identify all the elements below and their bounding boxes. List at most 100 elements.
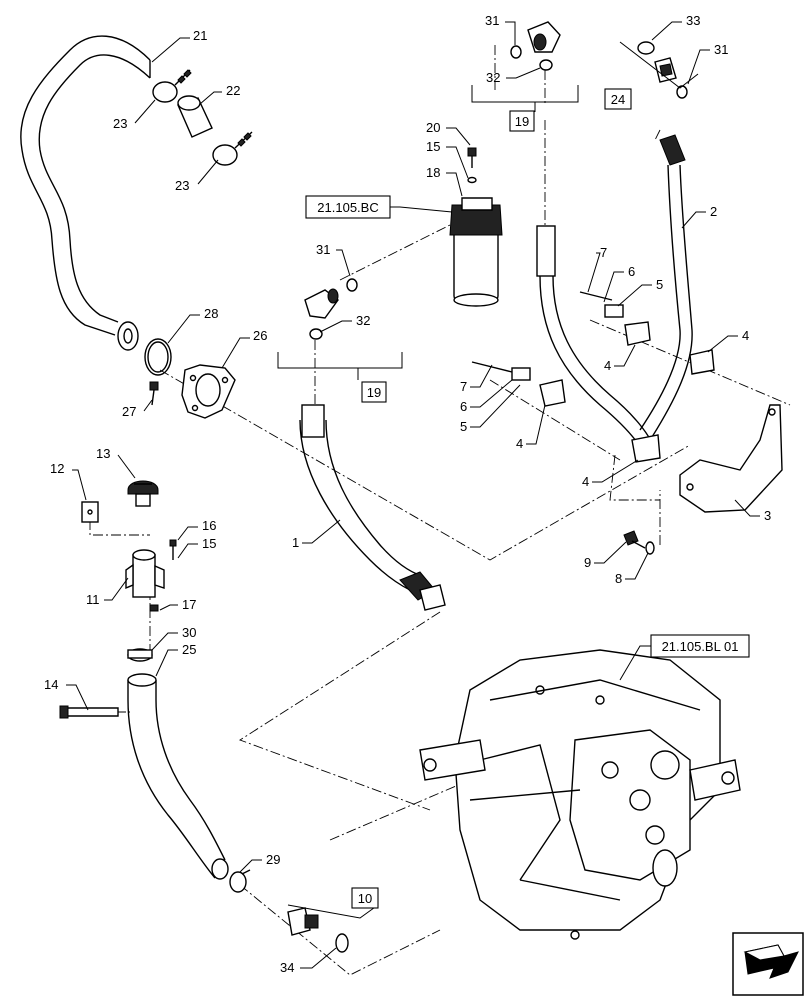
group-bracket-10 <box>287 904 379 919</box>
ref-box-19-top: 19 <box>509 110 535 132</box>
callout-7-lower: 7 <box>460 379 467 394</box>
callout-5-lower: 5 <box>460 419 467 434</box>
callout-31-right: 31 <box>714 42 728 57</box>
callout-14: 14 <box>44 677 58 692</box>
callout-2: 2 <box>710 204 717 219</box>
part-8-washer <box>645 541 655 555</box>
part-20-screw <box>467 147 477 168</box>
group-bracket-24 <box>619 41 699 89</box>
callout-labels: 21 22 23 23 28 26 27 13 12 16 15 11 17 3… <box>44 13 771 975</box>
part-elbow-fitting-center <box>304 288 339 319</box>
part-13-breather-cap <box>127 480 159 507</box>
callout-31-top: 31 <box>485 13 499 28</box>
ref-box-24: 24 <box>604 88 632 110</box>
part-31-o-ring-center <box>346 278 358 292</box>
part-9-bolt <box>623 530 646 549</box>
part-4-clamp-c <box>539 379 566 407</box>
callout-22: 22 <box>226 83 240 98</box>
part-28-o-ring <box>144 338 172 376</box>
callout-27: 27 <box>122 404 136 419</box>
callout-6-upper: 6 <box>628 264 635 279</box>
callout-4-d: 4 <box>582 474 589 489</box>
part-22-hose-sleeve <box>177 95 213 138</box>
part-32-o-ring-top <box>539 59 553 71</box>
callout-25: 25 <box>182 642 196 657</box>
callout-30: 30 <box>182 625 196 640</box>
part-32-o-ring-center <box>309 328 323 340</box>
callout-4-c: 4 <box>516 436 523 451</box>
callout-20: 20 <box>426 120 440 135</box>
callout-1: 1 <box>292 535 299 550</box>
part-4-clamp-d <box>631 434 661 463</box>
section-ref-bc-label: 21.105.BC <box>317 200 378 215</box>
callout-8: 8 <box>615 571 622 586</box>
callout-32-top: 32 <box>486 70 500 85</box>
ref-box-19-center: 19 <box>361 381 387 403</box>
callout-28: 28 <box>204 306 218 321</box>
ref-19-top-label: 19 <box>515 114 529 129</box>
ref-19-center-label: 19 <box>367 385 381 400</box>
callout-33: 33 <box>686 13 700 28</box>
part-5-6-7-hardware-a <box>579 291 624 318</box>
section-ref-21-105-bl-01[interactable]: 21.105.BL 01 <box>650 634 750 658</box>
callout-4-b: 4 <box>742 328 749 343</box>
part-31-o-ring-right <box>676 85 688 99</box>
part-15-washer-top <box>467 176 477 184</box>
part-adapter-right <box>654 57 677 83</box>
callout-3: 3 <box>764 508 771 523</box>
part-27-screw <box>149 381 159 406</box>
callout-13: 13 <box>96 446 110 461</box>
arrow-icon[interactable] <box>732 932 804 996</box>
callout-15-left: 15 <box>202 536 216 551</box>
section-ref-21-105-bc[interactable]: 21.105.BC <box>305 195 391 219</box>
callout-16: 16 <box>202 518 216 533</box>
part-3-bracket <box>679 404 783 513</box>
part-12-label <box>81 501 99 523</box>
group-bracket-19-top <box>471 85 579 112</box>
callout-6-lower: 6 <box>460 399 467 414</box>
callout-34: 34 <box>280 960 294 975</box>
part-11-filler-neck <box>125 549 165 598</box>
part-31-o-ring-top <box>510 45 522 59</box>
callout-5-upper: 5 <box>656 277 663 292</box>
leader-lines <box>66 21 760 969</box>
part-17-nut <box>149 604 159 612</box>
callout-23-upper: 23 <box>113 116 127 131</box>
ref-10-label: 10 <box>358 891 372 906</box>
part-1-hose <box>299 404 446 611</box>
part-16-screw <box>169 539 177 560</box>
callout-29: 29 <box>266 852 280 867</box>
part-18-filter-assembly <box>449 197 503 307</box>
part-23-clamp-upper <box>152 69 192 103</box>
part-26-flange <box>181 364 236 419</box>
part-5-6-7-hardware-b <box>471 361 531 381</box>
ref-box-10: 10 <box>351 887 379 909</box>
callout-18: 18 <box>426 165 440 180</box>
callout-9: 9 <box>584 555 591 570</box>
ref-24-label: 24 <box>611 92 625 107</box>
callout-23-lower: 23 <box>175 178 189 193</box>
part-2-hose <box>639 134 693 438</box>
part-14-cable-tie <box>59 705 119 719</box>
callout-31-center: 31 <box>316 242 330 257</box>
part-34-o-ring <box>335 933 349 953</box>
section-ref-bl-label: 21.105.BL 01 <box>662 639 739 654</box>
transmission-assembly <box>419 649 741 940</box>
callout-11: 11 <box>86 592 100 607</box>
callout-17: 17 <box>182 597 196 612</box>
part-4-clamp-a <box>624 321 651 346</box>
part-33-o-ring <box>637 41 655 55</box>
callout-4-a: 4 <box>604 358 611 373</box>
part-29-hose-clamp <box>229 869 251 893</box>
callout-7-upper: 7 <box>600 245 607 260</box>
callout-21: 21 <box>193 28 207 43</box>
callout-12: 12 <box>50 461 64 476</box>
group-bracket-19-center <box>277 352 403 380</box>
callout-15-top: 15 <box>426 139 440 154</box>
part-4-clamp-b <box>689 349 715 375</box>
part-elbow-fitting-top <box>527 21 561 53</box>
part-21-suction-tube <box>20 35 151 351</box>
part-30-clamp <box>127 648 153 662</box>
part-23-clamp-lower <box>212 131 253 166</box>
